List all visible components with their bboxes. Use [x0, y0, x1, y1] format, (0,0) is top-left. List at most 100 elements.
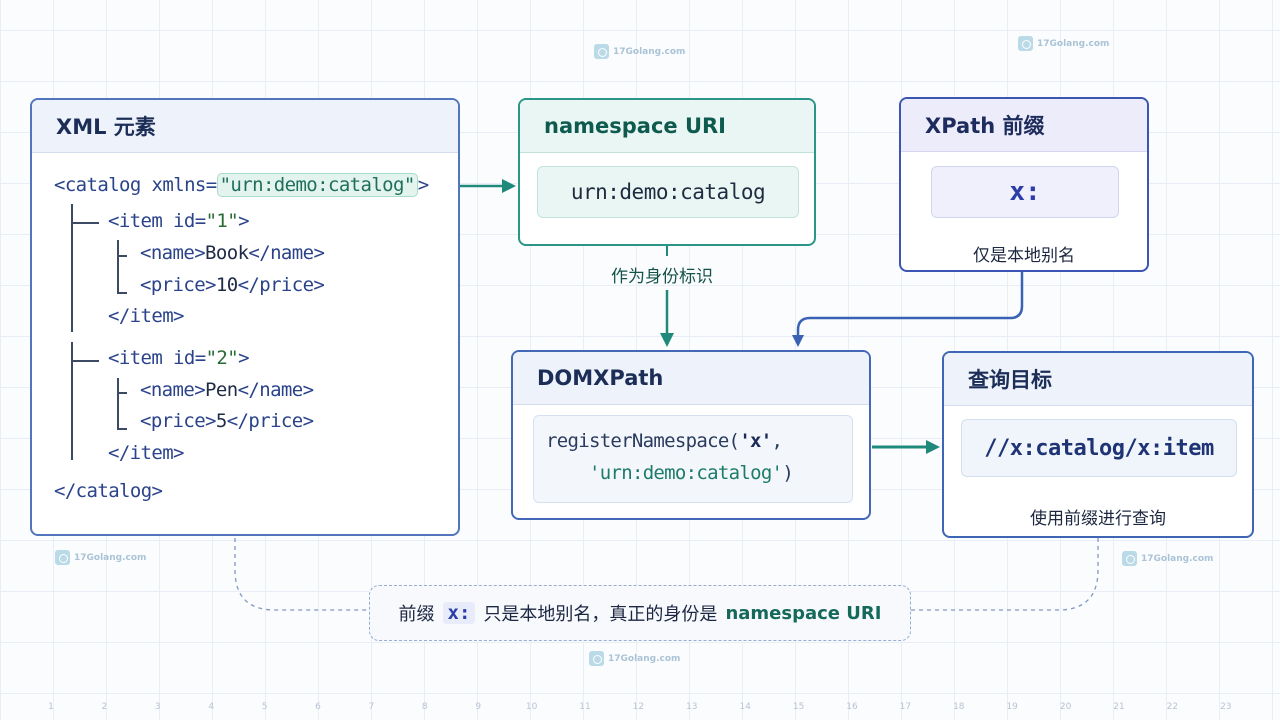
code-tag: <item id=: [108, 347, 206, 369]
tree-line: [71, 204, 73, 332]
code-tag: >: [417, 174, 429, 196]
code-fn: registerNamespace(: [546, 430, 740, 452]
prefix-panel-title: XPath 前缀: [901, 99, 1147, 152]
code-tag: </item>: [108, 442, 184, 464]
ruler-number: 4: [208, 702, 215, 712]
code-tag: </item>: [108, 305, 184, 327]
code-tag: <name>: [140, 379, 206, 401]
summary-prefix-chip: x:: [442, 602, 476, 624]
watermark: 17Golang.com: [594, 44, 685, 59]
watermark: 17Golang.com: [589, 651, 680, 666]
ruler-number: 2: [101, 702, 108, 712]
ruler-number: 15: [792, 702, 805, 712]
watermark-logo-icon: [55, 550, 70, 565]
domxpath-panel: DOMXPath registerNamespace('x', 'urn:dem…: [511, 350, 871, 520]
summary-note: 前缀 x: 只是本地别名，真正的身份是 namespace URI: [369, 585, 911, 641]
watermark-text: 17Golang.com: [1037, 38, 1110, 49]
tree-line: [117, 428, 127, 430]
xml-line-item1-open: <item id="1">: [108, 210, 250, 232]
tree-line: [71, 342, 73, 460]
prefix-note: 仅是本地别名: [973, 246, 1075, 266]
code-line-2: 'urn:demo:catalog'): [589, 462, 794, 484]
watermark: 17Golang.com: [1018, 36, 1109, 51]
xml-panel-title: XML 元素: [32, 100, 458, 153]
watermark: 17Golang.com: [55, 550, 146, 565]
xml-line-item2-price: <price>5</price>: [140, 410, 314, 432]
xpath-query: //x:catalog/x:item: [961, 419, 1237, 477]
code-string: "2": [205, 347, 239, 369]
query-note: 使用前缀进行查询: [1030, 509, 1166, 529]
xml-line-item2-open: <item id="2">: [108, 347, 250, 369]
tree-line: [117, 292, 127, 294]
ruler-number: 10: [525, 702, 538, 712]
xml-line-item2-close: </item>: [108, 442, 184, 464]
ruler-number: 16: [846, 702, 858, 712]
code-tag: <price>: [140, 274, 216, 296]
namespace-uri-panel: namespace URI urn:demo:catalog: [518, 98, 816, 246]
watermark-text: 17Golang.com: [613, 46, 686, 57]
code-tag: <price>: [140, 410, 216, 432]
register-namespace-code: registerNamespace('x', 'urn:demo:catalog…: [533, 415, 853, 503]
summary-middle-text: 只是本地别名，真正的身份是: [483, 604, 718, 625]
watermark-logo-icon: [594, 44, 609, 59]
ruler-number: 8: [421, 702, 428, 712]
ruler-number: 11: [579, 702, 591, 712]
watermark-logo-icon: [1018, 36, 1033, 51]
ruler-number: 7: [368, 702, 375, 712]
xml-line-item1-close: </item>: [108, 305, 184, 327]
ruler-number: 18: [953, 702, 965, 712]
code-tag: <catalog xmlns=: [54, 174, 217, 196]
code-prefix-arg: 'x': [739, 430, 772, 452]
identity-edge-label: 作为身份标识: [611, 267, 713, 287]
watermark-logo-icon: [589, 651, 604, 666]
ruler-number: 12: [632, 702, 645, 712]
ruler-number: 9: [475, 702, 482, 712]
code-comma: ,: [771, 430, 783, 452]
code-text: Pen: [205, 379, 238, 401]
tree-line: [117, 240, 119, 292]
code-tag: </price>: [226, 410, 314, 432]
ruler-number: 21: [1113, 702, 1125, 712]
watermark-text: 17Golang.com: [74, 552, 147, 563]
code-tag: <name>: [140, 242, 206, 264]
dashed-connector-right: [911, 538, 1099, 611]
code-uri-arg: 'urn:demo:catalog': [589, 462, 783, 484]
xml-line-catalog-close: </catalog>: [54, 480, 163, 502]
xml-element-panel: XML 元素 <catalog xmlns="urn:demo:catalog"…: [30, 98, 460, 536]
tree-line: [117, 378, 119, 428]
code-tag: <item id=: [108, 210, 206, 232]
ruler-number: 3: [154, 702, 161, 712]
tree-line: [117, 255, 127, 257]
xmlns-uri-highlight: "urn:demo:catalog": [216, 173, 418, 197]
code-tag: </price>: [237, 274, 325, 296]
watermark-text: 17Golang.com: [1141, 553, 1214, 564]
ruler-number: 13: [686, 702, 698, 712]
xml-line-item1-price: <price>10</price>: [140, 274, 325, 296]
xpath-prefix-panel: XPath 前缀 x: 仅是本地别名: [899, 97, 1149, 272]
code-tag: >: [238, 347, 249, 369]
code-close-paren: ): [782, 462, 794, 484]
code-line-1: registerNamespace('x',: [546, 430, 783, 452]
xml-line-catalog-open: <catalog xmlns="urn:demo:catalog">: [54, 173, 429, 197]
watermark-logo-icon: [1122, 551, 1137, 566]
watermark: 17Golang.com: [1122, 551, 1213, 566]
ruler-number: 1: [48, 702, 54, 712]
summary-namespace-word: namespace URI: [725, 602, 882, 624]
ruler-number: 19: [1006, 702, 1018, 712]
code-tag: </catalog>: [54, 480, 163, 502]
ruler-number: 5: [261, 702, 268, 712]
ruler-number: 6: [315, 702, 321, 712]
watermark-text: 17Golang.com: [608, 653, 681, 664]
ruler-number: 14: [739, 702, 751, 712]
query-target-panel: 查询目标 //x:catalog/x:item 使用前缀进行查询: [942, 351, 1254, 538]
summary-prefix-label: 前缀: [398, 604, 435, 625]
namespace-panel-title: namespace URI: [520, 100, 814, 153]
code-tag: >: [238, 210, 249, 232]
code-tag: </name>: [248, 242, 325, 264]
tree-line: [71, 222, 99, 224]
code-text: Book: [205, 242, 249, 264]
ruler-number: 23: [1220, 702, 1232, 712]
code-text: 10: [215, 274, 238, 296]
tree-line: [71, 360, 99, 362]
xml-line-item2-name: <name>Pen</name>: [140, 379, 314, 401]
